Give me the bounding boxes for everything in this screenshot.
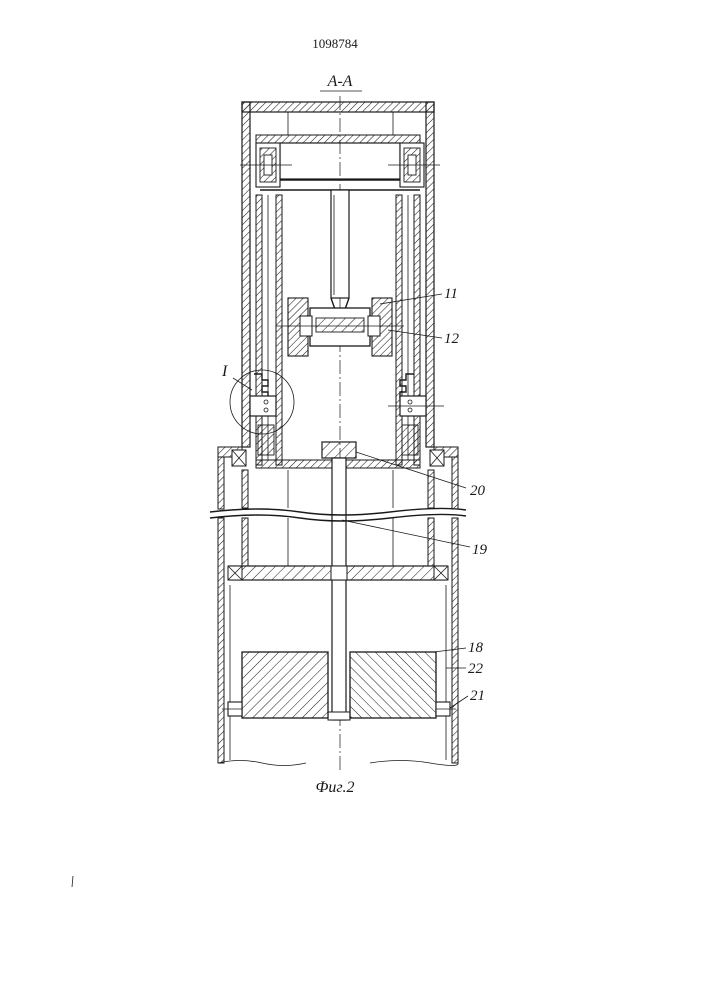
- callout-19: 19: [472, 542, 488, 558]
- housing-right-wall: [426, 102, 434, 447]
- housing-top-plate: [242, 102, 434, 112]
- housing-left-wall: [242, 102, 250, 447]
- callout-detail-I: I: [221, 363, 228, 380]
- carriage-left-column: [256, 195, 262, 465]
- carriage-top-bar: [256, 135, 420, 143]
- patent-number: 1098784: [312, 36, 358, 51]
- counterweight-left: [242, 652, 328, 718]
- section-label: А-А: [327, 73, 353, 90]
- left-rack-block: [250, 374, 276, 455]
- carriage-right-column: [414, 195, 420, 465]
- figure-caption: Фиг.2: [316, 779, 355, 796]
- callout-12: 12: [444, 331, 460, 347]
- callout-18: 18: [468, 640, 484, 656]
- margin-mark: [72, 876, 73, 887]
- callout-21: 21: [470, 688, 485, 704]
- callout-22: 22: [468, 661, 484, 677]
- counterweight-right: [350, 652, 436, 718]
- callout-20: 20: [470, 483, 486, 499]
- callout-11: 11: [444, 286, 458, 302]
